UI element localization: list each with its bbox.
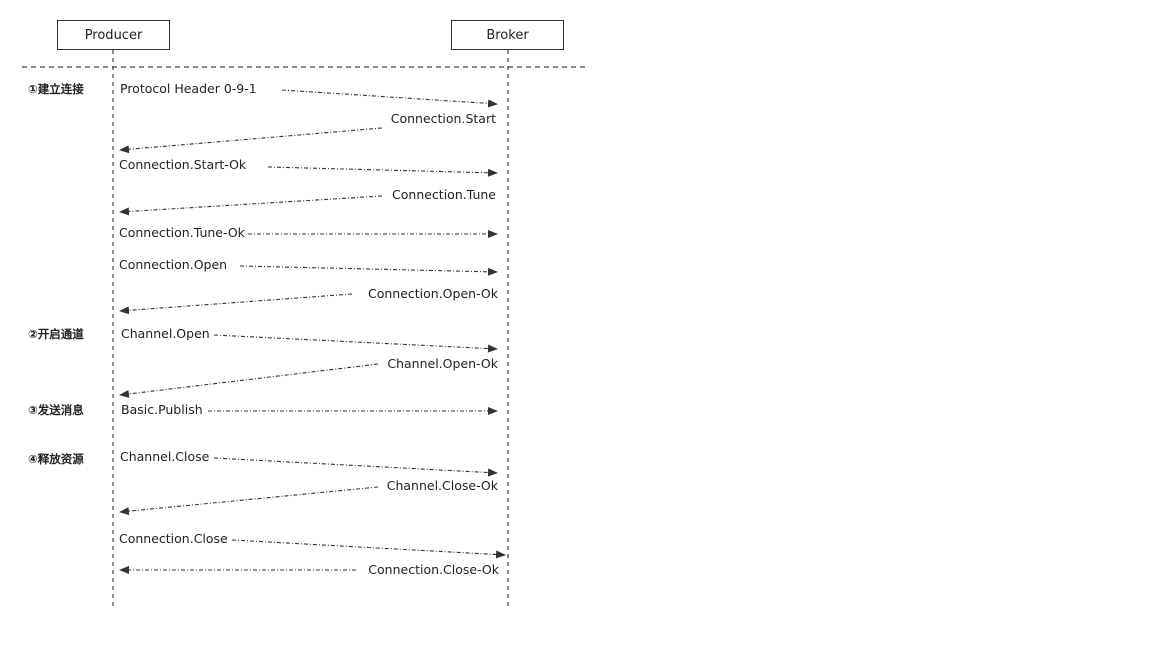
- message-arrow-to-broker: [213, 334, 498, 353]
- message-label: Connection.Start: [388, 111, 498, 127]
- message-label: Protocol Header 0-9-1: [118, 81, 259, 97]
- message-arrow-to-producer: [119, 363, 379, 398]
- message-arrow-to-broker: [267, 166, 498, 177]
- message-arrow-to-broker: [231, 539, 506, 559]
- message-label: Channel.Close: [118, 449, 212, 465]
- broker-actor-box: Broker: [451, 20, 564, 50]
- producer-actor-box: Producer: [57, 20, 170, 50]
- message-label: Connection.Start-Ok: [117, 157, 249, 173]
- broker-actor-label: Broker: [486, 27, 529, 43]
- message-arrow-to-broker: [239, 265, 498, 276]
- producer-actor-label: Producer: [84, 27, 143, 43]
- message-arrow-to-producer: [119, 486, 379, 516]
- message-arrow-to-producer: [119, 127, 383, 154]
- message-label: Channel.Open-Ok: [385, 356, 500, 372]
- message-label: Channel.Close-Ok: [384, 478, 500, 494]
- message-arrow-to-producer: [119, 195, 383, 216]
- message-label: Channel.Open: [119, 326, 212, 342]
- message-label: Connection.Close: [117, 531, 230, 547]
- phase-label-publish: ③发送消息: [28, 403, 84, 417]
- message-arrow-to-producer: [119, 293, 353, 315]
- message-label: Connection.Close-Ok: [366, 562, 501, 578]
- phase-label-channel: ②开启通道: [28, 327, 84, 341]
- phase-label-connect: ①建立连接: [28, 82, 84, 96]
- message-arrow-to-broker: [281, 89, 498, 108]
- message-arrows: [119, 89, 506, 574]
- message-label: Connection.Tune: [390, 187, 498, 203]
- message-label: Basic.Publish: [119, 402, 205, 418]
- message-label: Connection.Open-Ok: [365, 286, 500, 302]
- message-arrow-to-broker: [213, 457, 498, 477]
- message-label: Connection.Open: [117, 257, 230, 273]
- phase-label-release: ④释放资源: [28, 452, 84, 466]
- message-label: Connection.Tune-Ok: [117, 225, 247, 241]
